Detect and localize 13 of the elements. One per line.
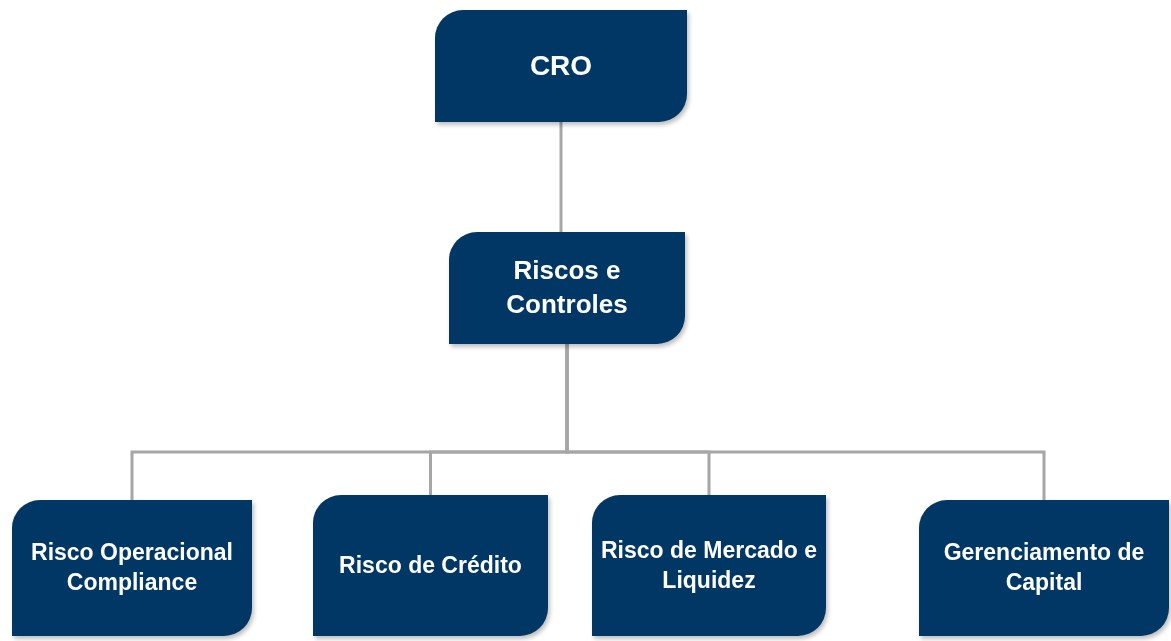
box-label: Risco de Crédito <box>339 550 522 580</box>
org-box <box>12 500 252 636</box>
box-label: Risco de Mercado e Liquidez <box>600 535 818 595</box>
box-label: Riscos e Controles <box>505 254 629 321</box>
connector-line <box>559 122 563 232</box>
org-box <box>435 10 687 122</box>
box-label: Gerenciamento de Capital <box>942 538 1146 597</box>
org-box <box>919 500 1169 636</box>
org-box <box>449 232 685 344</box>
box-label: Risco Operacional Compliance <box>30 538 234 597</box>
box-label: CRO <box>529 48 593 83</box>
org-box <box>592 495 826 636</box>
org-box <box>313 495 548 636</box>
